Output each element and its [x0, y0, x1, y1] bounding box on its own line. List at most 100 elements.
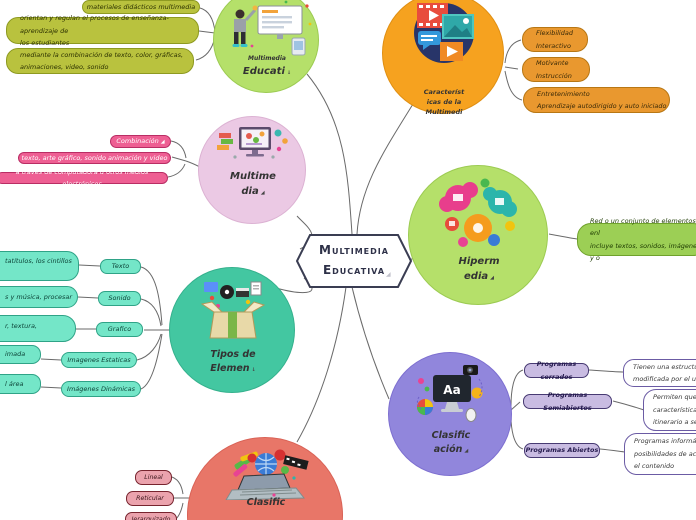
central-expand-icon[interactable]: ◢	[386, 271, 391, 278]
note-entretenimiento[interactable]: Entretenimiento Aprendizaje autodirigido…	[523, 87, 670, 113]
note-line: s y música, procesar	[5, 292, 73, 301]
note-texto-arte[interactable]: texto, arte gráfico, sonido animación y …	[18, 152, 171, 164]
note-mediante[interactable]: mediante la combinación de texto, color,…	[6, 48, 194, 74]
leaf-sonido-detail[interactable]: s y música, procesar	[0, 286, 78, 308]
note-line: Combinación◢	[116, 137, 165, 146]
note-line: Lineal	[144, 473, 163, 481]
note-line: Tienen una estructu	[633, 362, 696, 371]
hipermedia-illustration	[439, 178, 517, 247]
leaf-imagenes-dinamicas-detail[interactable]: l área	[0, 374, 41, 394]
note-motivante[interactable]: Motivante Instrucción	[522, 57, 590, 82]
note-line: posibilidades de acc	[634, 449, 696, 458]
note-flexibilidad[interactable]: Flexibilidad Interactivo	[522, 27, 588, 52]
leaf-grafico-detail[interactable]: r, textura,	[0, 315, 76, 342]
note-line: Motivante	[536, 59, 569, 68]
topic-title: Hiperm edia◢	[458, 256, 500, 282]
note-line: l área	[5, 379, 24, 388]
note-line: Texto	[111, 262, 130, 271]
note-line: Flexibilidad	[536, 29, 573, 38]
note-line: Imágenes Dinámicas	[67, 384, 135, 393]
topic-hipermedia[interactable]: Hiperm edia◢	[408, 165, 548, 305]
note-line: a traves de computadora u otros medios e…	[15, 167, 149, 188]
note-combinacion[interactable]: Combinación◢	[110, 135, 171, 148]
note-line: texto, arte gráfico, sonido animación y …	[21, 154, 168, 162]
topic-clasificacion-coral[interactable]: Clasific	[187, 437, 343, 520]
clasificacion-illustration: Aa	[416, 365, 483, 422]
note-line: imada	[5, 350, 26, 359]
note-line: Imagenes Estaticas	[67, 355, 131, 364]
subtopic-programas-cerrados[interactable]: Programas cerrados	[524, 360, 589, 381]
note-atraves[interactable]: a traves de computadora u otros medios e…	[0, 168, 168, 188]
multimedia-illustration	[217, 127, 288, 159]
note-line: Programas informá	[634, 437, 696, 446]
subtopic-sonido[interactable]: Sonido	[98, 291, 141, 306]
note-line: el contenido	[634, 462, 675, 471]
topic-title: Multime dia◢	[230, 171, 276, 197]
note-line: modificada por el u	[633, 375, 696, 383]
note-line: Programas cerrados	[536, 360, 577, 381]
tipos-illustration	[200, 281, 266, 339]
note-line: orientan y regulan el procesos de enseña…	[20, 14, 169, 35]
note-line: características	[653, 405, 696, 414]
subtopic-grafico[interactable]: Grafico	[96, 322, 143, 337]
topic-title: Característ icas de la Multimedi	[423, 88, 465, 117]
note-line: Instrucción	[536, 71, 572, 80]
leaf-cerrados-detail[interactable]: Tienen una estructu modificada por el u	[623, 359, 696, 387]
note-line: Programas Semiabiertos	[543, 391, 592, 412]
note-line: los estudiantes	[20, 38, 70, 47]
collapse-down-icon[interactable]: ↓	[251, 367, 256, 374]
topic-title: Tipos de Elemen↓	[210, 349, 256, 375]
note-line: Interactivo	[536, 41, 571, 50]
note-line: Red o un conjunto de elementos enl	[590, 217, 696, 238]
note-line: Programas Abiertos	[525, 446, 599, 455]
subtopic-imagenes-dinamicas[interactable]: Imágenes Dinámicas	[61, 381, 141, 397]
leaf-imagenes-estaticas-detail[interactable]: imada	[0, 345, 41, 364]
note-line: incluye textos, sonidos, imágenes y o	[590, 241, 696, 262]
topic-title: Clasific ación◢	[431, 430, 471, 456]
central-topic-shape	[295, 234, 413, 288]
note-line: mediante la combinación de texto, color,…	[20, 50, 184, 59]
note-jerarquizado[interactable]: Jerarquizado	[125, 512, 177, 520]
subtopic-programas-abiertos[interactable]: Programas Abiertos	[524, 443, 600, 458]
note-hipermedia-def[interactable]: Red o un conjunto de elementos enl inclu…	[577, 217, 696, 262]
note-line: Reticular	[136, 494, 164, 502]
subtopic-texto[interactable]: Texto	[100, 259, 141, 274]
note-line: itinerario a seg	[653, 418, 696, 427]
educativa-illustration	[232, 0, 312, 56]
note-orientan[interactable]: orientan y regulan el procesos de enseña…	[6, 14, 199, 47]
note-line: materiales didácticos multimedia	[86, 3, 196, 11]
subtopic-programas-semiabiertos[interactable]: Programas Semiabiertos	[523, 391, 612, 412]
topic-tipos-elementos[interactable]: Tipos de Elemen↓	[169, 267, 295, 393]
topic-multimedia-educativa[interactable]: Multimedia Educati↓	[213, 0, 319, 93]
expand-icon[interactable]: ◢	[464, 448, 469, 455]
note-line: r, textura,	[5, 322, 37, 330]
leaf-texto-detail[interactable]: tatítulos, los cintillos	[0, 251, 79, 281]
topic-subtitle: Multimedia	[248, 55, 286, 62]
topic-title: Educati↓	[242, 66, 292, 77]
central-topic-title: Multimedia Educativa	[319, 243, 389, 278]
note-line: Jerarquizado	[131, 515, 171, 520]
caracteristicas-illustration	[414, 3, 474, 63]
subtopic-imagenes-estaticas[interactable]: Imagenes Estaticas	[61, 352, 137, 368]
topic-caracteristicas[interactable]: Característ icas de la Multimedi	[382, 0, 504, 117]
topic-title: Clasific	[246, 497, 286, 508]
leaf-abiertos-detail[interactable]: Programas informá posibilidades de acc e…	[624, 433, 696, 475]
note-line: tatítulos, los cintillos	[5, 257, 72, 265]
topic-clasificacion[interactable]: Aa Clasific ación◢	[388, 352, 512, 476]
expand-icon[interactable]: ◢	[260, 190, 265, 196]
note-materiales[interactable]: materiales didácticos multimedia	[82, 0, 200, 14]
topic-multimedia[interactable]: Multime dia◢	[198, 116, 306, 224]
svg-text:Aa: Aa	[443, 383, 460, 397]
note-line: Permiten que a	[653, 393, 696, 402]
central-topic[interactable]: Multimedia Educativa	[295, 234, 413, 288]
note-line: animaciones, video, sonido	[20, 63, 109, 71]
collapse-down-icon[interactable]: ↓	[286, 70, 292, 76]
clasificacion-coral-illustration	[225, 449, 309, 500]
leaf-semiabiertos-detail[interactable]: Permiten que a características itinerari…	[643, 389, 696, 431]
note-reticular[interactable]: Reticular	[126, 491, 174, 506]
expand-icon[interactable]: ◢	[490, 275, 494, 281]
note-lineal[interactable]: Lineal	[135, 470, 172, 485]
expand-icon[interactable]: ◢	[160, 139, 165, 146]
note-line: Grafico	[107, 325, 132, 334]
